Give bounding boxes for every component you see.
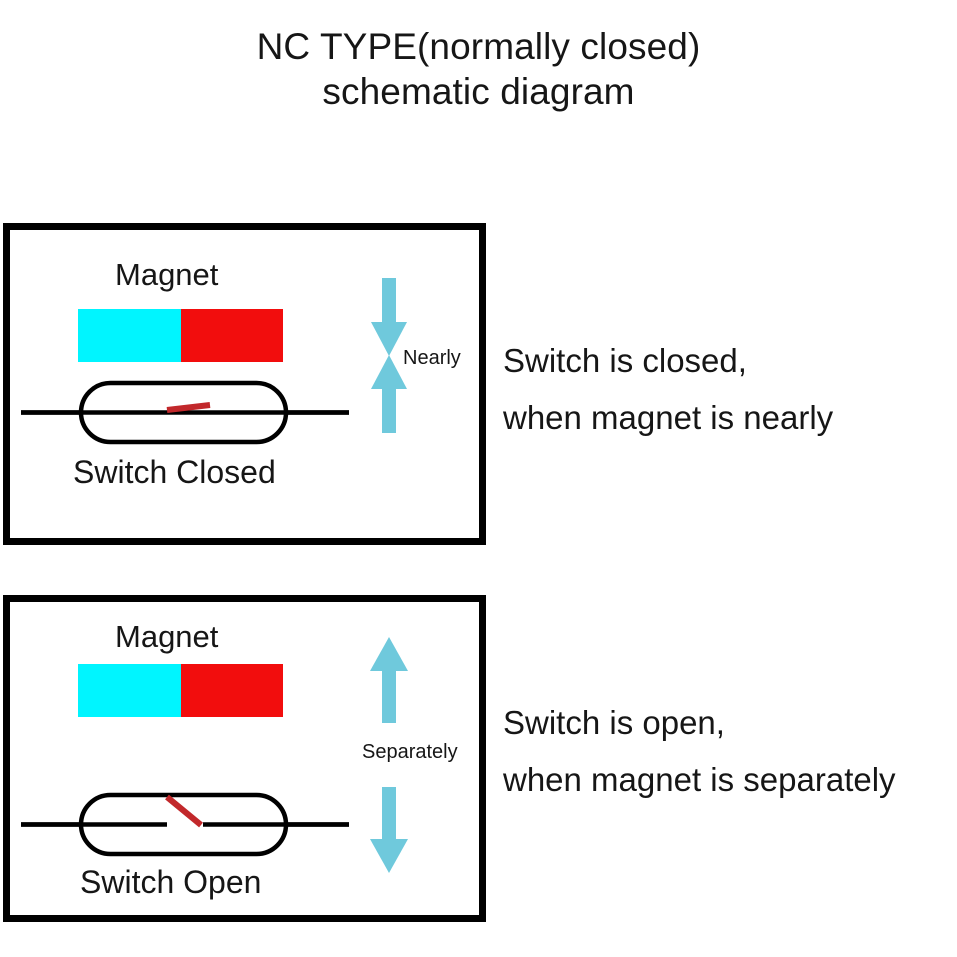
description-open: Switch is open, when magnet is separatel…	[503, 695, 896, 809]
reed-switch-open	[15, 787, 355, 867]
magnet-label-closed: Magnet	[115, 257, 219, 292]
description-open-line-1: Switch is open,	[503, 704, 725, 741]
switch-caption-open: Switch Open	[80, 864, 262, 900]
arrow-up-icon	[371, 355, 407, 433]
magnet-south-pole	[180, 309, 283, 362]
arrow-up-icon	[370, 637, 408, 723]
arrow-label-nearly: Nearly	[403, 347, 461, 369]
reed-blade-closed	[166, 402, 211, 413]
magnet-bar-closed	[78, 309, 283, 362]
description-closed-line-2: when magnet is nearly	[503, 398, 834, 436]
magnet-north-pole	[78, 309, 181, 362]
magnet-label-open: Magnet	[115, 619, 219, 654]
magnet-bar-open	[78, 664, 283, 717]
arrow-pair-diverging	[370, 637, 408, 873]
description-closed: Switch is closed, when magnet is nearly	[503, 333, 833, 447]
panel-switch-closed: Magnet Switch Closed Nea	[3, 223, 486, 545]
reed-switch-closed-svg	[21, 380, 349, 445]
magnet-south-pole	[180, 664, 283, 717]
arrow-down-icon	[370, 787, 408, 873]
arrow-down-icon	[371, 278, 407, 356]
arrow-label-separately: Separately	[362, 741, 458, 763]
description-open-line-2: when magnet is separately	[503, 760, 896, 798]
title-line-1: NC TYPE(normally closed)	[256, 26, 701, 67]
panel-switch-open: Magnet Switch Open	[3, 595, 486, 922]
reed-switch-closed	[15, 375, 355, 455]
reed-blade-open	[165, 794, 203, 828]
switch-caption-closed: Switch Closed	[73, 454, 276, 490]
reed-switch-open-svg	[21, 792, 349, 857]
title-line-2: schematic diagram	[322, 71, 635, 113]
magnet-north-pole	[78, 664, 181, 717]
arrow-pair-converging	[371, 278, 407, 433]
page-title: NC TYPE(normally closed) schematic diagr…	[0, 24, 957, 114]
description-closed-line-1: Switch is closed,	[503, 342, 747, 379]
